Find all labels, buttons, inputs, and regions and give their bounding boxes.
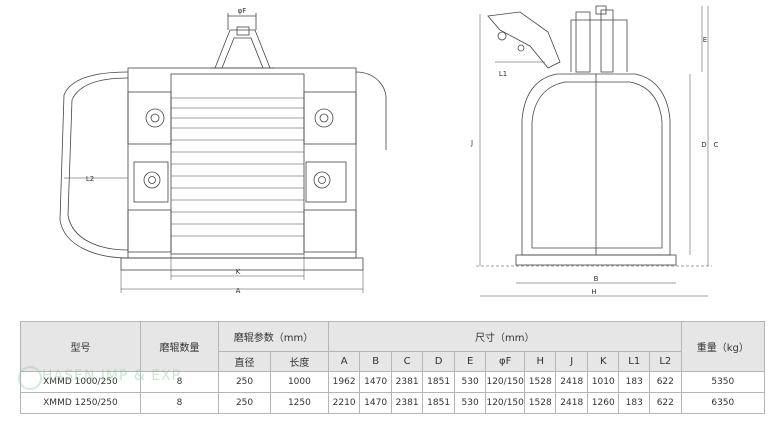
cell-dim-phiF: 120/150 bbox=[485, 371, 525, 393]
cell-dim-L2: 622 bbox=[648, 371, 682, 393]
watermark: HASEN IMP & EXP bbox=[42, 368, 182, 384]
cell-dim-E: 530 bbox=[453, 371, 487, 393]
cell-dim-J: 2418 bbox=[555, 371, 588, 393]
header-dim-L2: L2 bbox=[648, 351, 682, 372]
label-E: E bbox=[703, 36, 707, 44]
label-K: K bbox=[236, 268, 241, 276]
label-C: C bbox=[714, 141, 719, 149]
header-dim-phiF: φF bbox=[485, 351, 525, 372]
spec-table: 型号 磨辊数量 磨辊参数（mm） 尺寸（mm） 重量（kg） 直径 长度 A B… bbox=[20, 321, 766, 414]
header-dim-B: B bbox=[359, 351, 392, 372]
header-dim-J: J bbox=[555, 351, 588, 372]
cell-dim-C: 2381 bbox=[390, 392, 424, 414]
table-row: XMMD 1000/250 8 250 1000 1962 1470 2381 … bbox=[20, 371, 766, 393]
cell-diameter: 250 bbox=[218, 392, 271, 414]
cell-dim-H: 1528 bbox=[523, 371, 557, 393]
header-roll-length: 长度 bbox=[269, 351, 329, 372]
cell-dim-C: 2381 bbox=[390, 371, 424, 393]
header-dim-H: H bbox=[523, 351, 557, 372]
header-dim-L1: L1 bbox=[618, 351, 650, 372]
label-J: J bbox=[470, 139, 473, 147]
cell-length: 1000 bbox=[269, 371, 329, 393]
header-model: 型号 bbox=[20, 321, 141, 372]
label-phiF: φF bbox=[238, 7, 247, 15]
cell-dim-B: 1470 bbox=[359, 371, 392, 393]
cell-dim-K: 1010 bbox=[586, 371, 620, 393]
cell-dim-D: 1851 bbox=[422, 371, 455, 393]
header-roll-diameter: 直径 bbox=[218, 351, 271, 372]
cell-dim-B: 1470 bbox=[359, 392, 392, 414]
cell-dim-H: 1528 bbox=[523, 392, 557, 414]
cell-dim-L1: 183 bbox=[618, 392, 650, 414]
label-L2: L2 bbox=[86, 175, 94, 183]
header-dim-E: E bbox=[453, 351, 487, 372]
label-L1: L1 bbox=[499, 70, 507, 78]
cell-dim-phiF: 120/150 bbox=[485, 392, 525, 414]
label-B: B bbox=[594, 275, 599, 283]
watermark-logo-icon bbox=[18, 366, 42, 390]
header-weight: 重量（kg） bbox=[680, 321, 766, 372]
label-A: A bbox=[236, 287, 241, 295]
cell-weight: 5350 bbox=[680, 371, 766, 393]
label-D: D bbox=[701, 141, 706, 149]
front-view bbox=[59, 13, 387, 293]
side-view bbox=[476, 5, 712, 297]
header-size: 尺寸（mm） bbox=[327, 321, 682, 352]
cell-dim-A: 1962 bbox=[327, 371, 361, 393]
label-H: H bbox=[591, 288, 596, 296]
cell-dim-J: 2418 bbox=[555, 392, 588, 414]
cell-dim-E: 530 bbox=[453, 392, 487, 414]
header-dim-D: D bbox=[422, 351, 455, 372]
cell-weight: 6350 bbox=[680, 392, 766, 414]
cell-length: 1250 bbox=[269, 392, 329, 414]
header-dim-K: K bbox=[586, 351, 620, 372]
table-row: XMMD 1250/250 8 250 1250 2210 1470 2381 … bbox=[20, 392, 766, 414]
cell-rolls: 8 bbox=[139, 392, 220, 414]
cell-dim-D: 1851 bbox=[422, 392, 455, 414]
cell-dim-K: 1260 bbox=[586, 392, 620, 414]
technical-drawing: φF L2 K A E L1 J D C B H bbox=[59, 5, 719, 297]
header-roll-params: 磨辊参数（mm） bbox=[218, 321, 329, 352]
cell-dim-A: 2210 bbox=[327, 392, 361, 414]
header-dim-A: A bbox=[327, 351, 361, 372]
cell-dim-L2: 622 bbox=[648, 392, 682, 414]
cell-diameter: 250 bbox=[218, 371, 271, 393]
cell-dim-L1: 183 bbox=[618, 371, 650, 393]
cell-model: XMMD 1250/250 bbox=[20, 392, 141, 414]
header-dim-C: C bbox=[390, 351, 424, 372]
header-roll-count: 磨辊数量 bbox=[139, 321, 220, 372]
